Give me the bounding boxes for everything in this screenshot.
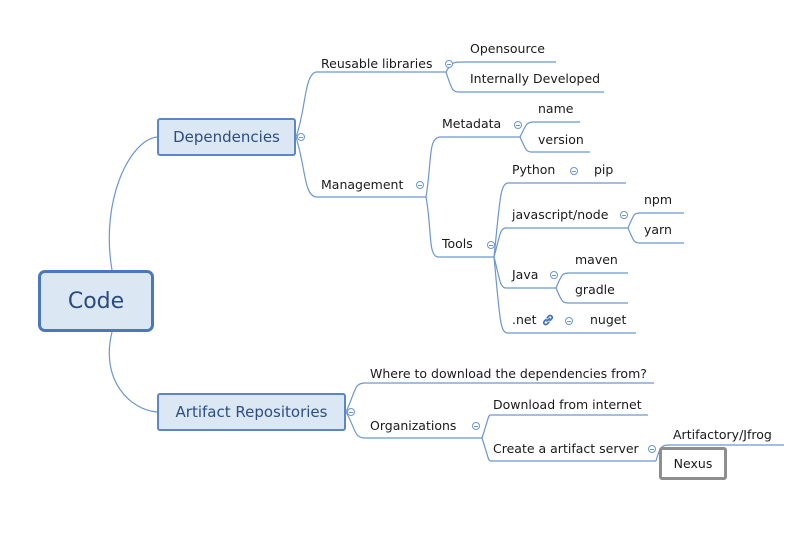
- subtopic-nexus-selected[interactable]: Nexus: [659, 447, 727, 480]
- subtopic-dotnet[interactable]: .net: [512, 312, 537, 327]
- collapse-toggle-icon[interactable]: [620, 211, 628, 219]
- subtopic-management[interactable]: Management: [321, 177, 404, 192]
- subtopic-create-artifact-server[interactable]: Create a artifact server: [493, 441, 639, 456]
- subtopic-organizations[interactable]: Organizations: [370, 418, 457, 433]
- collapse-toggle-icon[interactable]: [514, 121, 522, 129]
- collapse-toggle-icon[interactable]: [347, 408, 355, 416]
- topic-artifact-repositories[interactable]: Artifact Repositories: [157, 393, 346, 431]
- collapse-toggle-icon[interactable]: [565, 317, 573, 325]
- subtopic-download-from-internet[interactable]: Download from internet: [493, 397, 642, 412]
- subtopic-gradle[interactable]: gradle: [575, 282, 615, 297]
- subtopic-pip[interactable]: pip: [594, 162, 614, 177]
- subtopic-internally-developed[interactable]: Internally Developed: [470, 71, 601, 86]
- collapse-toggle-icon[interactable]: [445, 60, 453, 68]
- subtopic-reusable-libraries[interactable]: Reusable libraries: [321, 56, 433, 71]
- subtopic-npm[interactable]: npm: [644, 192, 673, 207]
- topic-dependencies[interactable]: Dependencies: [157, 118, 296, 156]
- subtopic-name[interactable]: name: [538, 101, 574, 116]
- subtopic-yarn[interactable]: yarn: [644, 222, 672, 237]
- subtopic-artifactory-jfrog[interactable]: Artifactory/Jfrog: [673, 427, 772, 442]
- collapse-toggle-icon[interactable]: [472, 422, 480, 430]
- subtopic-metadata[interactable]: Metadata: [442, 116, 502, 131]
- subtopic-nuget[interactable]: nuget: [590, 312, 627, 327]
- collapse-toggle-icon[interactable]: [487, 241, 495, 249]
- subtopic-java[interactable]: Java: [512, 267, 539, 282]
- collapse-toggle-icon[interactable]: [297, 133, 305, 141]
- collapse-toggle-icon[interactable]: [550, 271, 558, 279]
- collapse-toggle-icon[interactable]: [416, 181, 424, 189]
- link-icon[interactable]: [541, 313, 555, 327]
- collapse-toggle-icon[interactable]: [570, 167, 578, 175]
- subtopic-javascript-node[interactable]: javascript/node: [512, 207, 609, 222]
- root-topic-code[interactable]: Code: [38, 270, 154, 332]
- collapse-toggle-icon[interactable]: [648, 445, 656, 453]
- subtopic-maven[interactable]: maven: [575, 252, 618, 267]
- subtopic-tools[interactable]: Tools: [442, 236, 473, 251]
- subtopic-python[interactable]: Python: [512, 162, 556, 177]
- subtopic-where-to-download[interactable]: Where to download the dependencies from?: [370, 366, 647, 381]
- subtopic-opensource[interactable]: Opensource: [470, 41, 545, 56]
- subtopic-version[interactable]: version: [538, 132, 584, 147]
